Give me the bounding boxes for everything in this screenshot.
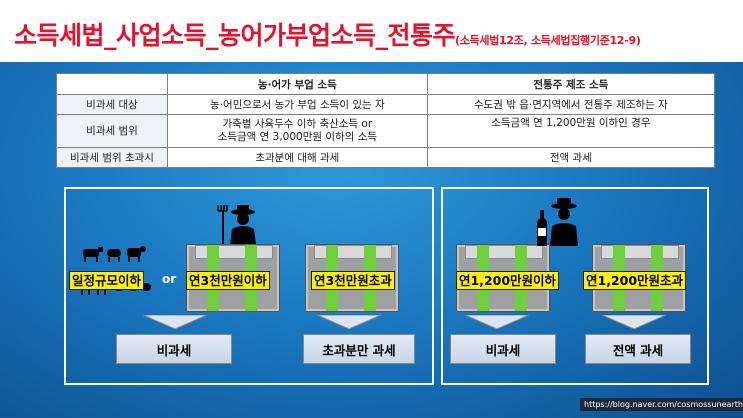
- down-arrow-icon: [317, 315, 381, 329]
- table-cell: 농·어민으로서 농가 부업 소득이 있는 자: [167, 94, 428, 115]
- title-note: (소득세법12조, 소득세법집행기준12-9): [455, 34, 641, 47]
- farm-income-panel: [64, 187, 434, 385]
- liquor-maker-icon: [537, 198, 578, 246]
- title-bar: 소득세법_사업소득_농어가부업소득_전통주(소득세법12조, 소득세법집행기준1…: [0, 0, 743, 62]
- table-row: 비과세 범위 초과시 초과분에 대해 과세 전액 과세: [56, 147, 716, 168]
- table-cell: 가축별 사육두수 이하 축산소득 or 소득금액 연 3,000만원 이하의 소…: [167, 114, 428, 148]
- row-label: 비과세 대상: [56, 94, 168, 115]
- row-label: 비과세 범위: [56, 114, 168, 148]
- source-url[interactable]: https://blog.naver.com/cosmossunearth: [580, 398, 743, 411]
- result-excess-tax-box: 초과분만 과세: [303, 334, 415, 364]
- table-cell: 초과분에 대해 과세: [167, 147, 428, 168]
- down-arrow-icon: [602, 315, 666, 329]
- row-label: 비과세 범위 초과시: [56, 147, 168, 168]
- result-full-tax-box: 전액 과세: [585, 334, 691, 364]
- down-arrow-icon: [143, 315, 207, 329]
- header-empty: [56, 73, 168, 95]
- over-30m-label: 연3천만원초과: [311, 271, 395, 290]
- under-30m-label: 연3천만원이하: [186, 271, 270, 290]
- or-label: or: [162, 272, 177, 286]
- table-cell: 수도권 밖 읍·면지역에서 전통주 제조하는 자: [426, 94, 716, 115]
- liquor-income-panel: [441, 187, 709, 385]
- result-exempt-box: 비과세: [116, 334, 232, 364]
- table-cell: 소득금액 연 1,200만원 이하인 경우: [426, 114, 716, 148]
- header-farm-income: 농·어가 부업 소득: [167, 73, 428, 95]
- header-traditional-liquor: 전통주 제조 소득: [426, 73, 716, 95]
- page-title: 소득세법_사업소득_농어가부업소득_전통주(소득세법12조, 소득세법집행기준1…: [14, 16, 641, 52]
- table-cell: 전액 과세: [426, 147, 716, 168]
- farmer-icon: [217, 205, 256, 245]
- result-exempt-box: 비과세: [450, 334, 556, 364]
- table-row: 비과세 범위 가축별 사육두수 이하 축산소득 or 소득금액 연 3,000만…: [56, 114, 716, 148]
- title-text: 소득세법_사업소득_농어가부업소득_전통주: [14, 21, 456, 50]
- over-12m-label: 연1,200만원초과: [583, 271, 687, 290]
- summary-table: 농·어가 부업 소득 전통주 제조 소득 비과세 대상 농·어민으로서 농가 부…: [56, 73, 716, 168]
- under-12m-label: 연1,200만원이하: [456, 271, 560, 290]
- table-row: 비과세 대상 농·어민으로서 농가 부업 소득이 있는 자 수도권 밖 읍·면지…: [56, 94, 716, 115]
- table-header-row: 농·어가 부업 소득 전통주 제조 소득: [56, 73, 716, 95]
- scale-limit-label: 일정규모이하: [69, 271, 145, 290]
- down-arrow-icon: [465, 315, 529, 329]
